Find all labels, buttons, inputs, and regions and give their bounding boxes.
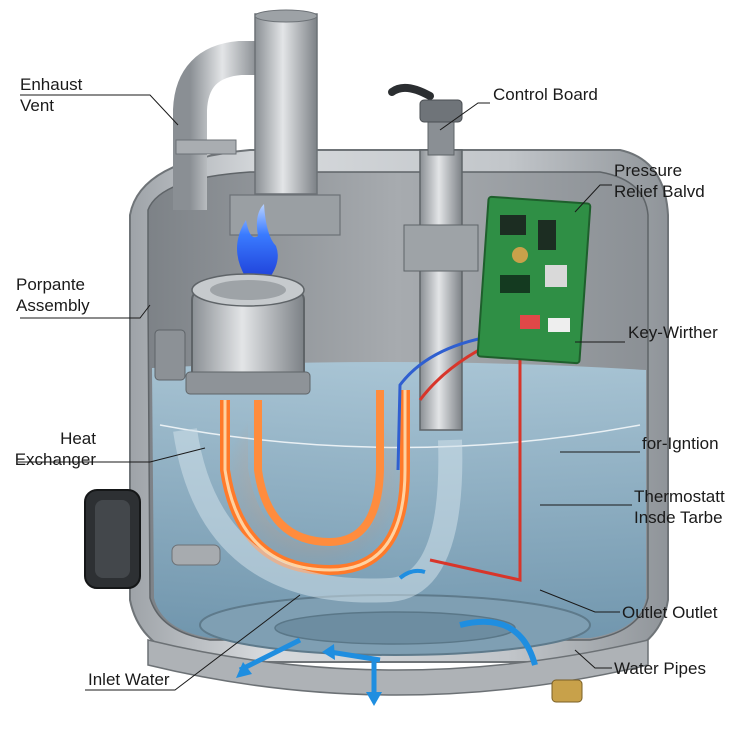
label-thermostat: Thermostatt Insde Tarbe bbox=[634, 487, 725, 527]
burner-flame bbox=[237, 204, 278, 280]
label-exhaust-vent: Enhaust Vent bbox=[20, 75, 83, 115]
relief-tube bbox=[419, 149, 463, 431]
flow-arrow bbox=[329, 649, 381, 663]
circuit-board bbox=[476, 195, 592, 365]
label-pressure-relief: Pressure Relief Balvd bbox=[614, 161, 705, 201]
label-heat-exchanger: Heat Exchanger bbox=[14, 429, 96, 469]
label-outlet: Outlet Outlet bbox=[622, 603, 718, 622]
label-inlet-water: Inlet Water bbox=[88, 670, 170, 689]
label-water-pipes: Water Pipes bbox=[614, 659, 706, 678]
flow-arrow bbox=[398, 568, 426, 580]
label-propane-assembly: Porpante Assembly bbox=[16, 275, 90, 315]
label-key-wire: Key-Wirther bbox=[628, 323, 718, 342]
brass-fitting bbox=[551, 679, 583, 703]
label-ignition: for-Igntion bbox=[642, 434, 719, 453]
label-control-board: Control Board bbox=[493, 85, 598, 104]
exhaust-vent-pipe bbox=[173, 41, 262, 210]
leader-lines bbox=[18, 94, 640, 691]
flow-arrow bbox=[459, 618, 538, 666]
